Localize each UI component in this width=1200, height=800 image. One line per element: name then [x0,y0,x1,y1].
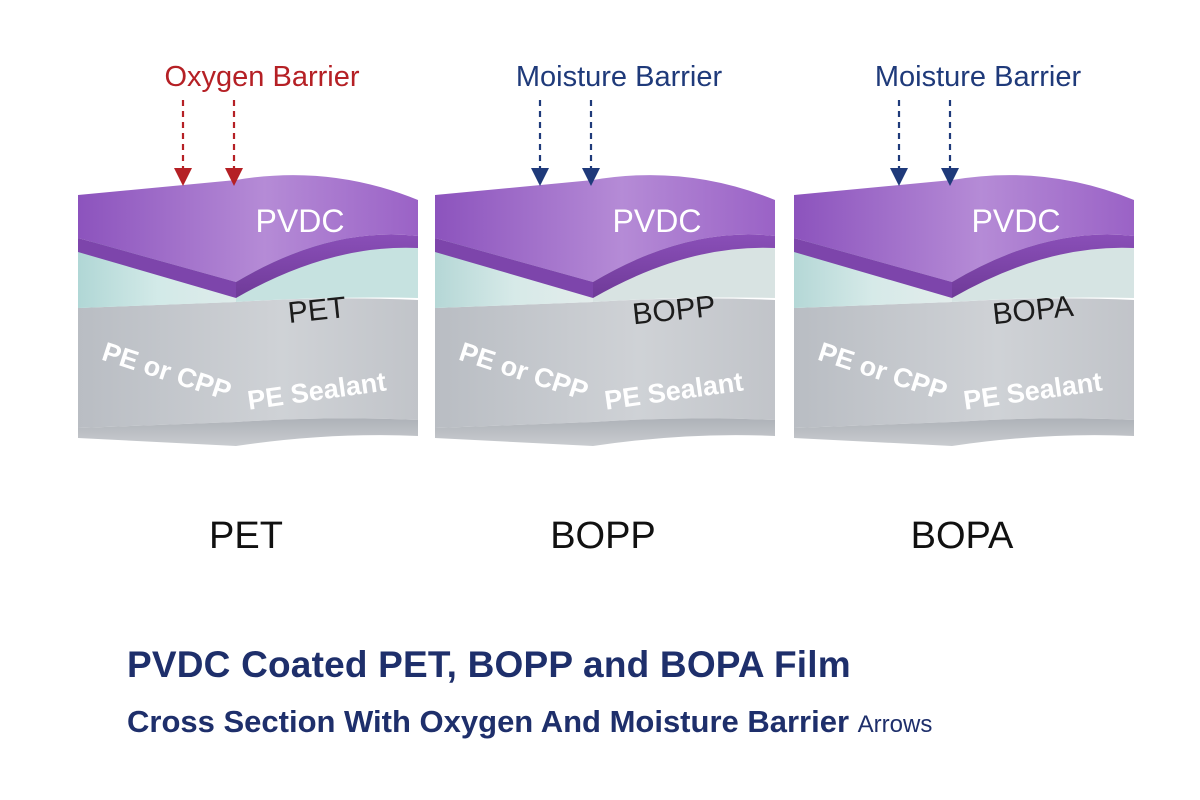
stack-caption: BOPP [550,515,656,557]
sealant-layer-edge [794,418,1134,446]
stack-caption: PET [209,515,283,557]
sealant-layer [794,298,1134,428]
pvdc-layer-front [435,238,593,298]
pvdc-layer-edge [236,234,418,298]
pvdc-label: PVDC [256,203,345,239]
pvdc-layer [435,175,775,282]
sealant-layer-edge [435,418,775,446]
barrier-label: Moisture Barrier [516,61,723,93]
barrier-label: Oxygen Barrier [164,61,359,93]
pvdc-layer-front [78,238,236,298]
barrier-label: Moisture Barrier [875,61,1082,93]
pvdc-label: PVDC [972,203,1061,239]
barrier-arrow-head-2 [582,168,600,186]
pvdc-layer-edge [952,234,1134,298]
pvdc-layer [78,175,418,282]
pvdc-layer-front [794,238,952,298]
title-line-2-suffix: Arrows [857,711,933,738]
sealant-layer [78,298,418,428]
barrier-arrow-head-1 [531,168,549,186]
sealant-layer [435,298,775,428]
stack-caption: BOPA [911,515,1014,557]
pvdc-label: PVDC [613,203,702,239]
barrier-arrow-head-1 [890,168,908,186]
title-line-1: PVDC Coated PET, BOPP and BOPA Film [127,644,851,685]
barrier-arrow-head-2 [225,168,243,186]
barrier-arrow-head-2 [941,168,959,186]
title-line-2: Cross Section With Oxygen And Moisture B… [127,704,932,740]
title-line-2-main: Cross Section With Oxygen And Moisture B… [127,704,850,739]
sealant-layer-edge [78,418,418,446]
pvdc-layer-edge [593,234,775,298]
barrier-arrow-head-1 [174,168,192,186]
substrate-label: PET [286,291,347,330]
pvdc-layer [794,175,1134,282]
